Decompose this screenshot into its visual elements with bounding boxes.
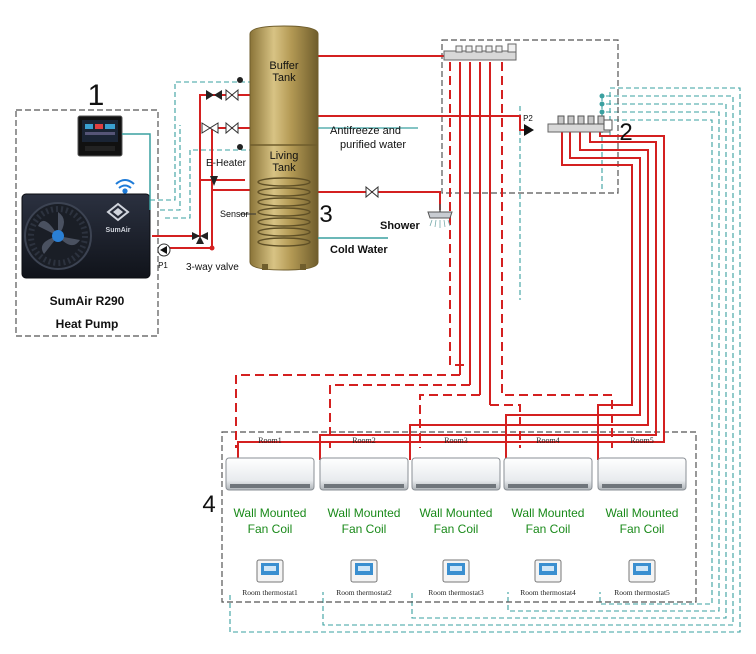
buffer-tank-label-1: Buffer (269, 60, 298, 72)
manifold-top (443, 43, 517, 61)
thermostat-icon (256, 559, 284, 583)
room-label: Room3 (444, 436, 468, 445)
wifi-icon (115, 179, 135, 194)
three-way-valve-label: 3-way valve (186, 262, 239, 273)
shower-label: Shower (380, 220, 420, 232)
thermostat-label: Room thermostat5 (614, 588, 670, 597)
antifreeze-label-1: Antifreeze and (330, 125, 401, 137)
antifreeze-label-2: purified water (340, 139, 406, 151)
manifold-distribution (547, 115, 613, 133)
fan-coil-body (411, 457, 501, 491)
fan-icon (24, 202, 92, 270)
fan-coil-label-line1: Wall Mounted (512, 506, 585, 520)
sensor-label: Sensor (220, 209, 249, 219)
fan-coil-label-line2: Fan Coil (526, 522, 571, 536)
heat-pump-subtitle: Heat Pump (56, 317, 119, 331)
fan-coil-body (597, 457, 687, 491)
hot-water-pipes (152, 55, 665, 460)
tank-number: 3 (319, 201, 332, 228)
thermostat-label: Room thermostat2 (336, 588, 392, 597)
fan-coil-grille (416, 484, 496, 488)
fan-coil-box (221, 431, 697, 603)
sumair-logo-icon (106, 202, 130, 222)
valve-icons (201, 77, 379, 199)
living-tank-label-1: Living (270, 150, 299, 162)
heat-pump-number: 1 (88, 79, 105, 112)
labels: 1 SumAir R290 Heat Pump P1 3-way valve B… (50, 60, 633, 518)
fan-coil-label-line2: Fan Coil (434, 522, 479, 536)
fan-coil-grille (602, 484, 682, 488)
heating-coil-icon (257, 177, 311, 247)
fan-coil-grille (508, 484, 588, 488)
control-wires (150, 81, 741, 633)
tank (249, 25, 319, 271)
living-tank-label-2: Tank (272, 162, 296, 174)
eheater-label: E-Heater (206, 158, 247, 169)
heat-pump-box (15, 109, 159, 337)
return-pipes-dashed (235, 62, 613, 448)
fan-coil-number: 4 (202, 491, 215, 518)
fan-coil-label-line1: Wall Mounted (234, 506, 307, 520)
pump-p2-label: P2 (523, 114, 533, 123)
pump-p2-icon (524, 124, 534, 136)
thermostat-icon (350, 559, 378, 583)
fan-coil-label-line1: Wall Mounted (328, 506, 401, 520)
thermostat-label: Room thermostat4 (520, 588, 576, 597)
fan-coil-grille (230, 484, 310, 488)
shower-head-icon (427, 204, 453, 228)
fan-coil-grille (324, 484, 404, 488)
thermostat-icon (442, 559, 470, 583)
fan-coil-body (503, 457, 593, 491)
room-label: Room2 (352, 436, 376, 445)
buffer-tank-label-2: Tank (272, 72, 296, 84)
room-label: Room4 (536, 436, 560, 445)
thermostat-icon (628, 559, 656, 583)
fan-coil-body (225, 457, 315, 491)
thermostat-label: Room thermostat1 (242, 588, 298, 597)
heat-pump-unit: SumAir (21, 193, 151, 279)
thermostat-label: Room thermostat3 (428, 588, 484, 597)
heat-pump-logo-text: SumAir (106, 227, 131, 234)
fan-coil-label-line2: Fan Coil (620, 522, 665, 536)
fan-coil-label-line1: Wall Mounted (606, 506, 679, 520)
controller-wire (122, 133, 151, 210)
thermostat-icon (534, 559, 562, 583)
three-way-valve-icon (192, 232, 215, 251)
room-label: Room1 (258, 436, 282, 445)
fan-coil-label-line1: Wall Mounted (420, 506, 493, 520)
pump-p1-label: P1 (158, 261, 168, 270)
manifold-number: 2 (619, 119, 632, 146)
cold-water-label: Cold Water (330, 244, 388, 256)
heat-pump-name: SumAir R290 (50, 294, 125, 308)
fan-coil-label-line2: Fan Coil (342, 522, 387, 536)
pump-p1-icon (157, 243, 171, 257)
fan-coil-label-line2: Fan Coil (248, 522, 293, 536)
room-label: Room5 (630, 436, 654, 445)
fan-coil-body (319, 457, 409, 491)
controller-panel-icon (77, 115, 123, 157)
